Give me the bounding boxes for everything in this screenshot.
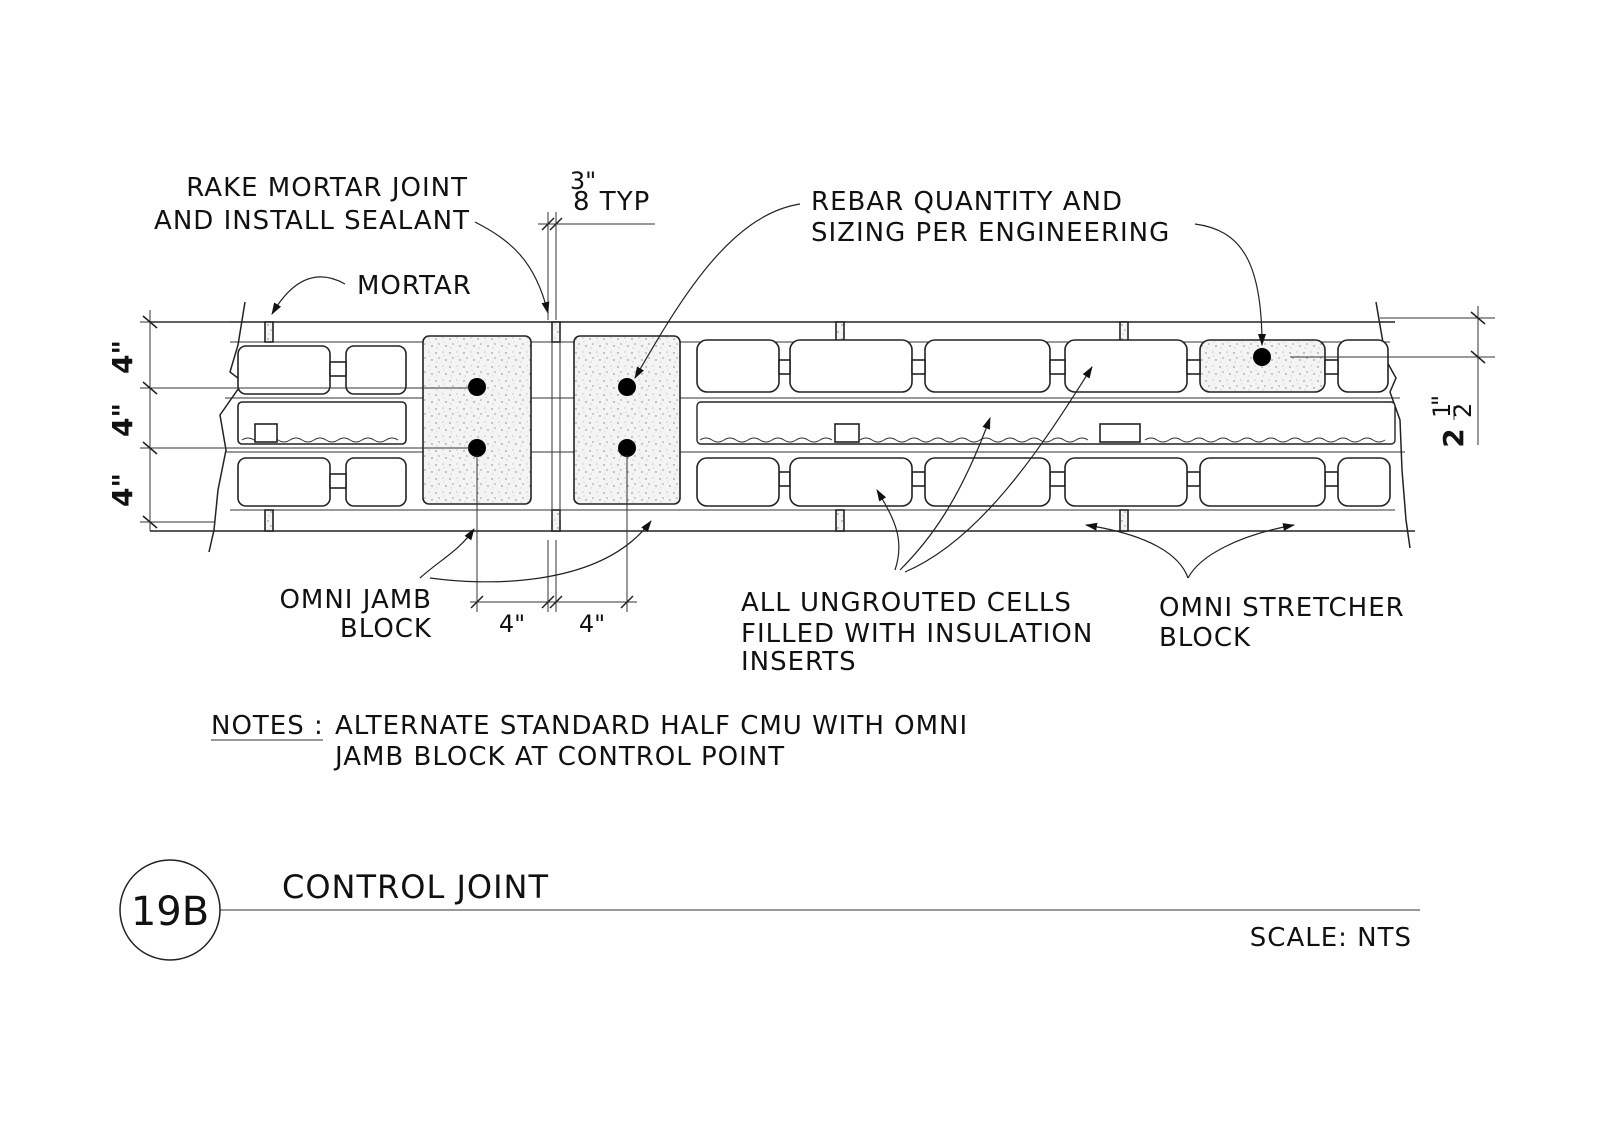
rebar xyxy=(1253,348,1271,366)
wall-assembly xyxy=(150,301,1415,553)
notes-prefix: NOTES : xyxy=(211,711,324,741)
label-jamb-line2: BLOCK xyxy=(340,614,432,644)
mortar-joint xyxy=(1119,321,1129,343)
detail-tag: 19B xyxy=(131,889,209,935)
mortar-joint xyxy=(835,321,845,343)
insulation-insert xyxy=(345,457,407,507)
label-mortar: MORTAR xyxy=(357,271,472,301)
dim-left-bottom: 4" xyxy=(106,473,139,507)
label-ungrouted-line1: ALL UNGROUTED CELLS xyxy=(741,588,1072,618)
insulation-insert xyxy=(237,457,331,507)
label-ungrouted-line2: FILLED WITH INSULATION xyxy=(741,619,1093,649)
insulation-insert xyxy=(1337,457,1391,507)
insulation-insert xyxy=(696,457,780,507)
insulation-insert xyxy=(789,339,913,393)
label-rebar-line2: SIZING PER ENGINEERING xyxy=(811,218,1170,248)
mortar-joint xyxy=(264,321,274,343)
mortar-joint xyxy=(264,509,274,532)
rebar xyxy=(468,378,486,396)
insulation-insert xyxy=(924,339,1051,393)
mortar-joint xyxy=(1119,509,1129,532)
mortar-joint xyxy=(835,509,845,532)
insulation-insert xyxy=(345,345,407,395)
annotations: RAKE MORTAR JOINT AND INSTALL SEALANT MO… xyxy=(154,173,1405,677)
dim-bottom-right: 4" xyxy=(579,610,605,638)
insulation-insert xyxy=(696,401,1396,445)
insulation-insert xyxy=(237,401,407,445)
label-rake-line1: RAKE MORTAR JOINT xyxy=(186,173,468,203)
grouted-cell xyxy=(1199,339,1326,393)
insulation-insert xyxy=(696,339,780,393)
detail-title-block: 19B CONTROL JOINT SCALE: NTS xyxy=(119,859,1420,961)
left-dimension-string: 4" 4" 4" xyxy=(106,310,470,531)
insulation-insert xyxy=(1064,339,1188,393)
insulation-insert xyxy=(789,457,913,507)
detail-title: CONTROL JOINT xyxy=(282,868,549,906)
rebar xyxy=(468,439,486,457)
typ-dim-label: 8 TYP xyxy=(573,187,650,217)
notes-block: NOTES : ALTERNATE STANDARD HALF CMU WITH… xyxy=(211,711,968,772)
rebar xyxy=(618,378,636,396)
insulation-insert xyxy=(1199,457,1326,507)
dim-right-whole: 2 xyxy=(1437,428,1470,447)
detail-scale: SCALE: NTS xyxy=(1250,923,1412,953)
dim-right-frac-den: 2 xyxy=(1449,403,1477,418)
dim-bottom-left: 4" xyxy=(499,610,525,638)
bottom-dimension-string: 4" 4" xyxy=(470,455,637,638)
label-jamb-line1: OMNI JAMB xyxy=(279,585,432,615)
dim-right-frac-num: 1 xyxy=(1428,403,1456,418)
label-stretcher-line1: OMNI STRETCHER xyxy=(1159,593,1405,623)
right-dimension: 2 1 2 " xyxy=(1290,306,1495,448)
insulation-insert xyxy=(1064,457,1188,507)
leader-lines xyxy=(271,203,1295,583)
rebar xyxy=(618,439,636,457)
notes-line1: ALTERNATE STANDARD HALF CMU WITH OMNI xyxy=(335,711,968,741)
label-ungrouted-line3: INSERTS xyxy=(741,647,857,677)
label-rake-line2: AND INSTALL SEALANT xyxy=(154,206,470,236)
joint-width-dimension: 3" 8 TYP xyxy=(538,167,655,320)
dim-left-mid: 4" xyxy=(106,403,139,437)
label-stretcher-line2: BLOCK xyxy=(1159,623,1251,653)
mortar-joint xyxy=(551,321,561,343)
insulation-insert xyxy=(1337,339,1389,393)
mortar-joint xyxy=(551,509,561,532)
label-rebar-line1: REBAR QUANTITY AND xyxy=(811,187,1123,217)
dim-left-top: 4" xyxy=(106,340,139,374)
typ-dim-numerator: 3" xyxy=(570,167,596,195)
insulation-insert xyxy=(924,457,1051,507)
dim-right-inch: " xyxy=(1427,395,1455,406)
notes-line2: JAMB BLOCK AT CONTROL POINT xyxy=(333,742,785,772)
insulation-insert xyxy=(237,345,331,395)
